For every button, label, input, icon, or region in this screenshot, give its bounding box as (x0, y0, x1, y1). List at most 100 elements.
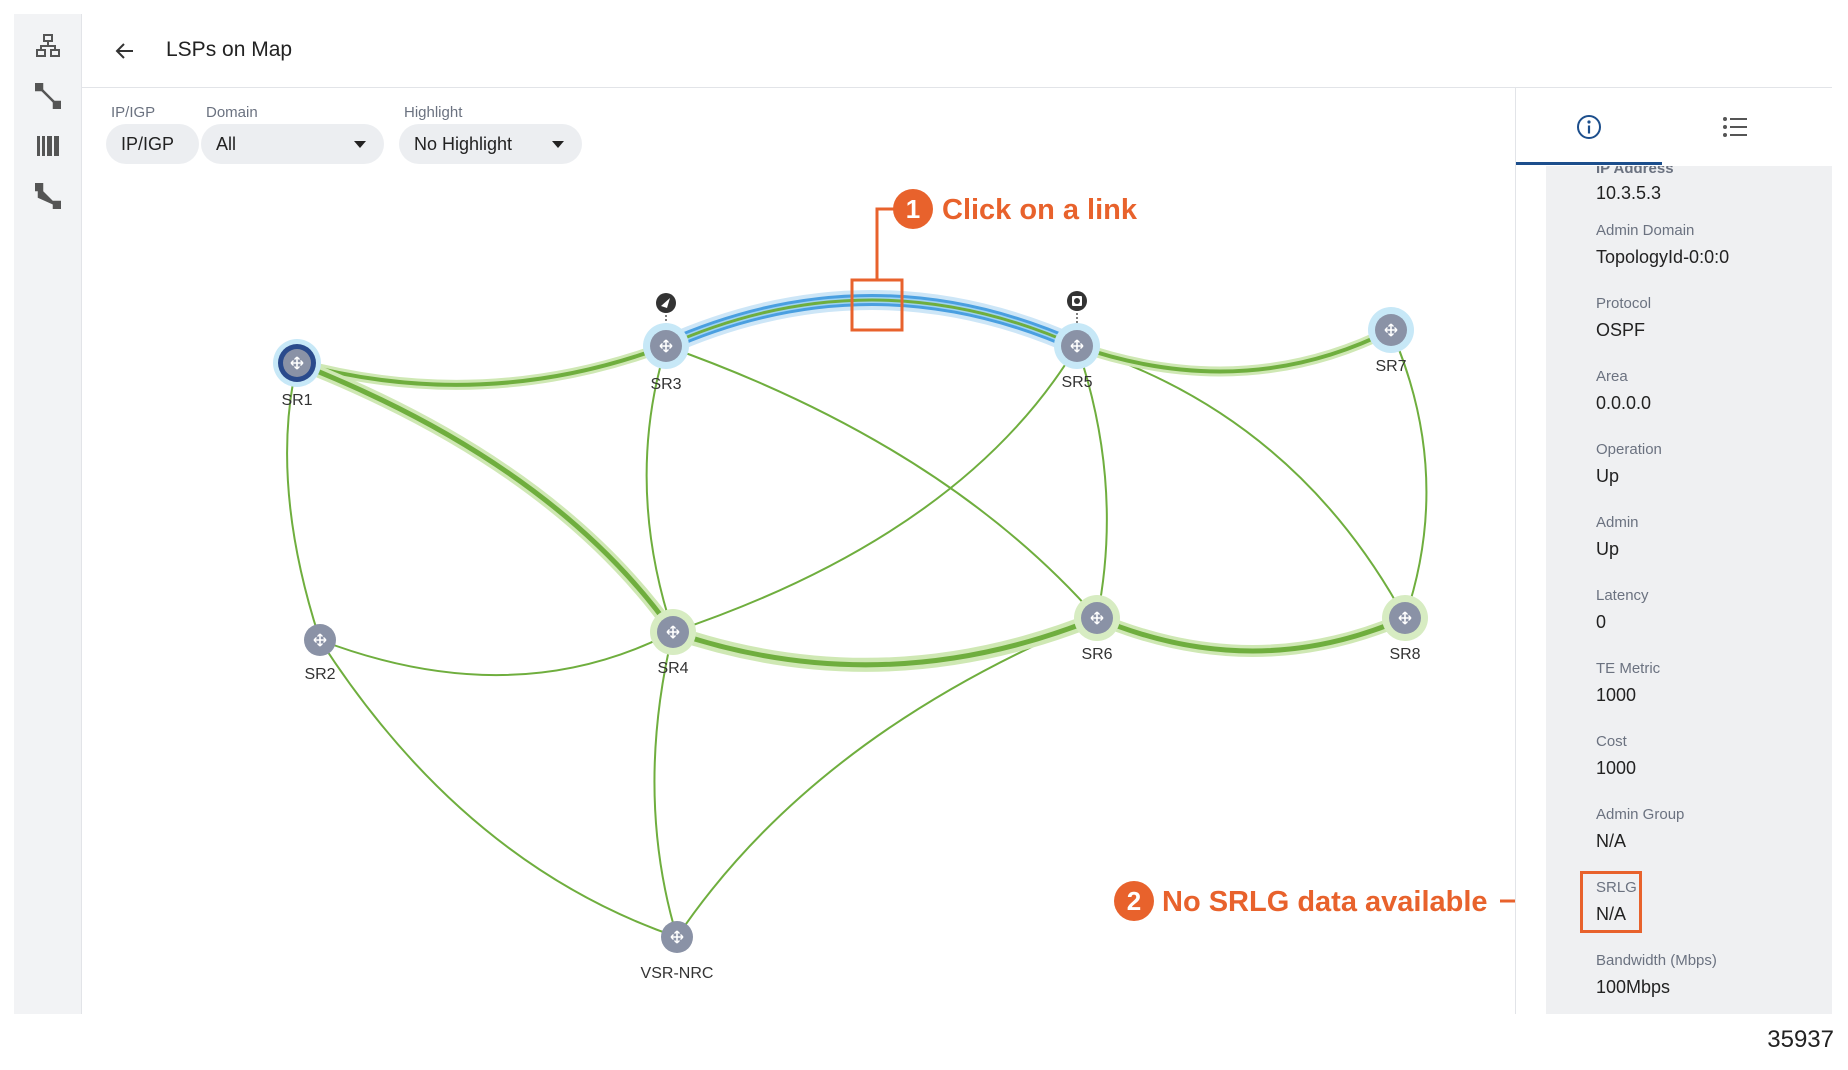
domain-filter-label: Domain (206, 104, 258, 121)
callout-2-box (1580, 871, 1642, 933)
field-label: Cost (1596, 733, 1627, 750)
highlight-filter-label: Highlight (404, 104, 463, 121)
field-value: N/A (1596, 831, 1627, 851)
node-vsr-nrc[interactable] (661, 921, 693, 953)
node-sr6[interactable] (1074, 595, 1120, 641)
field-label: Bandwidth (Mbps) (1596, 952, 1717, 969)
field-label: Operation (1596, 441, 1662, 458)
callout-2: 2 No SRLG data available (1114, 881, 1580, 921)
details-panel-body: IP Address 10.3.5.3 Admin Domain Topolog… (1546, 166, 1832, 1014)
ipigp-filter-value: IP/IGP (121, 133, 175, 154)
details-panel: IP Address 10.3.5.3 Admin Domain Topolog… (1515, 88, 1832, 1014)
field-value: N/A (1596, 904, 1627, 924)
link-sr5-sr6[interactable] (1076, 345, 1108, 619)
page-header: LSPs on Map (82, 14, 1832, 88)
highlight-dropdown[interactable]: No Highlight (399, 124, 582, 164)
link-sr3-sr4[interactable] (645, 345, 674, 633)
stop-marker-icon (1067, 291, 1087, 328)
field-label: Latency (1596, 587, 1649, 604)
field-bandwidth: Bandwidth (Mbps) 100Mbps (1596, 952, 1717, 998)
node-label-sr6: SR6 (1081, 646, 1112, 663)
link-sr1-sr4[interactable] (294, 360, 676, 635)
navigation-marker-icon (656, 293, 676, 328)
node-label-sr4: SR4 (657, 660, 688, 677)
field-latency: Latency 0 (1596, 587, 1649, 633)
link-sr5-sr7[interactable] (1075, 328, 1393, 374)
field-value: TopologyId-0:0:0 (1596, 247, 1730, 267)
domain-dropdown[interactable]: All (201, 124, 384, 164)
field-label: Protocol (1596, 295, 1652, 312)
link-sr4-sr6[interactable] (670, 615, 1100, 668)
tab-info[interactable] (1516, 88, 1662, 166)
node-sr4[interactable] (650, 609, 696, 655)
field-admin: Admin Up (1596, 514, 1639, 560)
field-value: 10.3.5.3 (1596, 183, 1662, 203)
link-sr2-sr4[interactable] (319, 631, 674, 677)
link-sr5-sr8[interactable] (1076, 345, 1406, 619)
field-value: 100Mbps (1596, 977, 1671, 997)
field-label-ip-address: IP Address (1596, 166, 1674, 177)
path-icon[interactable] (28, 176, 68, 216)
field-label: Area (1596, 368, 1628, 385)
callout-2-number: 2 (1127, 886, 1141, 916)
callout-1-number: 1 (906, 194, 920, 224)
link-sr7-sr8[interactable] (1390, 329, 1428, 619)
field-label: TE Metric (1596, 660, 1661, 677)
callout-1-text: Click on a link (942, 194, 1138, 226)
link-sr3-sr5-selected[interactable] (664, 298, 1079, 348)
node-sr7[interactable] (1368, 307, 1414, 353)
link-sr1-sr2[interactable] (286, 362, 321, 641)
figure-number: 35937 (1767, 1026, 1834, 1053)
link-sr2-vsr[interactable] (319, 639, 678, 938)
back-arrow-icon[interactable] (110, 36, 140, 66)
node-sr2[interactable] (304, 624, 336, 656)
chevron-down-icon (552, 141, 564, 148)
field-value: 0.0.0.0 (1596, 393, 1652, 413)
link-icon[interactable] (28, 76, 68, 116)
info-icon (1577, 115, 1601, 139)
bars-icon[interactable] (28, 126, 68, 166)
link-sr5-sr4[interactable] (672, 345, 1078, 633)
field-value: 0 (1596, 612, 1607, 632)
ipigp-filter[interactable]: IP/IGP (106, 124, 199, 164)
domain-dropdown-value: All (216, 133, 237, 154)
node-sr8[interactable] (1382, 595, 1428, 641)
node-sr5[interactable] (1054, 323, 1100, 369)
field-area: Area 0.0.0.0 (1596, 368, 1651, 414)
field-value: 1000 (1596, 685, 1637, 705)
field-label: Admin Group (1596, 806, 1685, 823)
page-title: LSPs on Map (166, 38, 293, 61)
ipigp-filter-label: IP/IGP (111, 104, 156, 121)
field-value: Up (1596, 466, 1620, 486)
field-srlg: SRLG N/A (1596, 879, 1637, 925)
field-ip-address: 10.3.5.3 (1596, 183, 1661, 204)
node-sr3[interactable] (643, 323, 689, 369)
active-tab-indicator (1516, 162, 1662, 165)
link-sr6-vsr[interactable] (676, 617, 1098, 938)
link-sr4-vsr[interactable] (653, 631, 678, 938)
link-sr3-sr6[interactable] (665, 345, 1098, 619)
field-label: SRLG (1596, 879, 1637, 896)
field-value: OSPF (1596, 320, 1646, 340)
tab-list[interactable] (1662, 88, 1808, 166)
link-sr6-sr8[interactable] (1094, 615, 1408, 654)
node-sr1[interactable] (273, 339, 321, 387)
field-admin-domain: Admin Domain TopologyId-0:0:0 (1596, 222, 1729, 268)
node-label-sr2: SR2 (304, 666, 335, 683)
link-sr1-sr3[interactable] (295, 344, 668, 387)
list-icon (1723, 117, 1747, 137)
field-value: 1000 (1596, 758, 1637, 778)
app-window: LSPs on Map IP/IGP IP/IGP Domain All Hig… (14, 14, 1832, 1014)
node-label-sr3: SR3 (650, 376, 681, 393)
field-te-metric: TE Metric 1000 (1596, 660, 1660, 706)
node-label-sr8: SR8 (1389, 646, 1420, 663)
node-label-sr5: SR5 (1061, 374, 1092, 391)
topology-icon[interactable] (28, 26, 68, 66)
field-operation: Operation Up (1596, 441, 1662, 487)
callout-2-text: No SRLG data available (1162, 886, 1488, 918)
field-label: Admin (1596, 514, 1639, 531)
node-label-vsr-nrc: VSR-NRC (641, 965, 714, 982)
callout-1: 1 Click on a link (850, 189, 1138, 332)
panel-tabs (1516, 88, 1832, 166)
node-label-sr7: SR7 (1375, 358, 1406, 375)
